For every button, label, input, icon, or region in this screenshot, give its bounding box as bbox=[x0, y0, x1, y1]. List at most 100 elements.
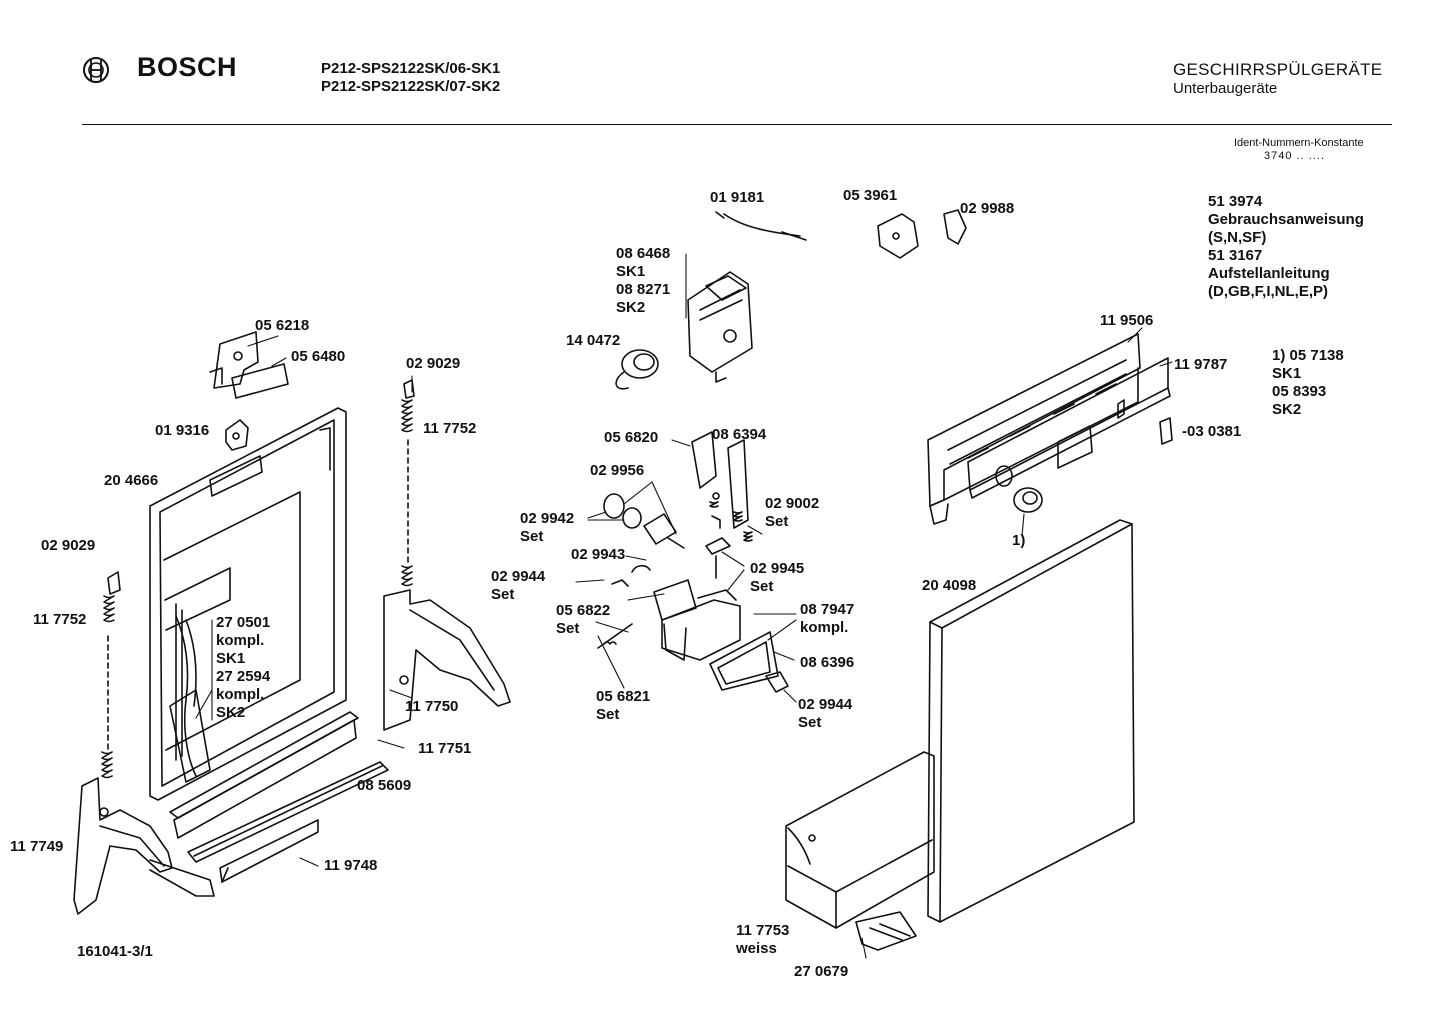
part-label-line: 08 5609 bbox=[357, 777, 412, 794]
part-label-line: Aufstellanleitung bbox=[1208, 265, 1330, 282]
part-label-line: 05 6218 bbox=[255, 317, 310, 334]
part-label-line: kompl. bbox=[800, 619, 849, 636]
part-label-085609: 08 5609 bbox=[357, 777, 411, 795]
hinge-arm-left bbox=[73, 777, 215, 915]
hinge-arm-right bbox=[383, 589, 511, 731]
part-label-line: Set bbox=[491, 586, 515, 603]
part-label-line: SK2 bbox=[616, 299, 646, 316]
foot-bracket bbox=[855, 911, 917, 951]
rinse-aid-container bbox=[653, 579, 789, 693]
part-label-line: 11 7752 bbox=[423, 420, 477, 437]
part-label-line: 51 3167 bbox=[1208, 247, 1263, 264]
part-label-119506: 11 9506 bbox=[1100, 312, 1153, 330]
part-label-line: (D,GB,F,I,NL,E,P) bbox=[1208, 283, 1328, 300]
part-label-line: (S,N,SF) bbox=[1208, 229, 1267, 246]
part-label-117751: 11 7751 bbox=[418, 740, 471, 758]
part-label-140472: 14 0472 bbox=[566, 332, 620, 350]
part-label-270679: 27 0679 bbox=[794, 963, 848, 981]
part-label-053961: 05 3961 bbox=[843, 187, 897, 205]
part-label-line: Set bbox=[765, 513, 789, 530]
control-panel-front bbox=[967, 357, 1171, 499]
door-latch bbox=[877, 209, 967, 259]
part-label-line: 02 9002 bbox=[765, 495, 820, 512]
part-label-line: 1) 05 7138 bbox=[1272, 347, 1344, 364]
part-label-line: 05 6480 bbox=[291, 348, 346, 365]
part-label-056480: 05 6480 bbox=[291, 348, 345, 366]
part-label-117752-left: 11 7752 bbox=[33, 611, 86, 629]
part-label-line: 05 6820 bbox=[604, 429, 659, 446]
part-label-line: 51 3974 bbox=[1208, 193, 1263, 210]
part-label-030381: -03 0381 bbox=[1182, 423, 1241, 441]
part-label-117752-top: 11 7752 bbox=[423, 420, 476, 438]
part-label-line: 11 7752 bbox=[33, 611, 87, 628]
part-label-line: -03 0381 bbox=[1182, 423, 1242, 440]
part-label-line: 11 7749 bbox=[10, 838, 64, 855]
part-label-line: kompl. bbox=[216, 632, 265, 649]
part-label-line: SK1 bbox=[216, 650, 246, 667]
cable-harness bbox=[169, 615, 211, 783]
part-label-line: 05 6821 bbox=[596, 688, 651, 705]
part-label-line: SK1 bbox=[1272, 365, 1302, 382]
part-label-line: 27 0501 bbox=[216, 614, 271, 631]
part-label-086394: 08 6394 bbox=[712, 426, 766, 444]
clip-019316 bbox=[225, 419, 249, 451]
part-label-note-1: 1) bbox=[1012, 532, 1025, 550]
ident-number-label: Ident-Nummern-Konstante bbox=[1234, 137, 1364, 149]
clip-030381 bbox=[1159, 417, 1173, 445]
part-label-line: SK2 bbox=[216, 704, 246, 721]
part-label-line: 02 9956 bbox=[590, 462, 645, 479]
part-label-line: 27 0679 bbox=[794, 963, 849, 980]
part-label-line: 11 9748 bbox=[324, 857, 378, 874]
part-label-line: 02 9944 bbox=[491, 568, 546, 585]
part-label-029956: 02 9956 bbox=[590, 462, 644, 480]
part-label-line: 11 9506 bbox=[1100, 312, 1154, 329]
part-label-line: 27 2594 bbox=[216, 668, 271, 685]
brand-name: BOSCH bbox=[137, 52, 238, 82]
control-knob-1 bbox=[1013, 487, 1043, 513]
part-label-line: 11 7751 bbox=[418, 740, 472, 757]
part-label-029988: 02 9988 bbox=[960, 200, 1014, 218]
sensor-wire bbox=[715, 211, 807, 241]
document-number: 161041-3/1 bbox=[77, 943, 153, 960]
part-label-line: 11 7753 bbox=[736, 922, 790, 939]
part-label-119748: 11 9748 bbox=[324, 857, 377, 875]
part-label-line: 08 6394 bbox=[712, 426, 767, 443]
part-label-204666: 20 4666 bbox=[104, 472, 158, 490]
part-label-line: 11 7750 bbox=[405, 698, 459, 715]
part-label-line: 05 8393 bbox=[1272, 383, 1327, 400]
part-label-line: SK1 bbox=[616, 263, 646, 280]
part-label-029029-top: 02 9029 bbox=[406, 355, 460, 373]
part-label-119787: 11 9787 bbox=[1174, 356, 1227, 374]
pump-dispenser bbox=[597, 493, 685, 649]
part-label-line: Set bbox=[556, 620, 580, 637]
category-title: GESCHIRRSPÜLGERÄTE bbox=[1173, 60, 1383, 79]
inner-door-frame bbox=[149, 407, 347, 801]
header-divider bbox=[82, 124, 1392, 125]
model-number-sk1: P212-SPS2122SK/06-SK1 bbox=[321, 60, 501, 77]
part-label-204098: 20 4098 bbox=[922, 577, 976, 595]
part-label-line: Set bbox=[798, 714, 822, 731]
control-panel-fascia bbox=[927, 333, 1141, 525]
part-label-019181: 01 9181 bbox=[710, 189, 764, 207]
leader-lines bbox=[195, 253, 1173, 959]
spring-left bbox=[101, 571, 121, 779]
outer-door-panel bbox=[927, 519, 1135, 923]
part-label-line: 20 4666 bbox=[104, 472, 159, 489]
part-label-line: 02 9029 bbox=[41, 537, 96, 554]
part-label-086396: 08 6396 bbox=[800, 654, 854, 672]
part-label-029029-left: 02 9029 bbox=[41, 537, 95, 555]
toe-kick-panel bbox=[785, 751, 935, 929]
ident-number-value: 3740 .. .... bbox=[1264, 150, 1325, 162]
part-label-line: 02 9944 bbox=[798, 696, 853, 713]
part-label-line: Set bbox=[750, 578, 774, 595]
program-switch-unit bbox=[687, 271, 753, 383]
